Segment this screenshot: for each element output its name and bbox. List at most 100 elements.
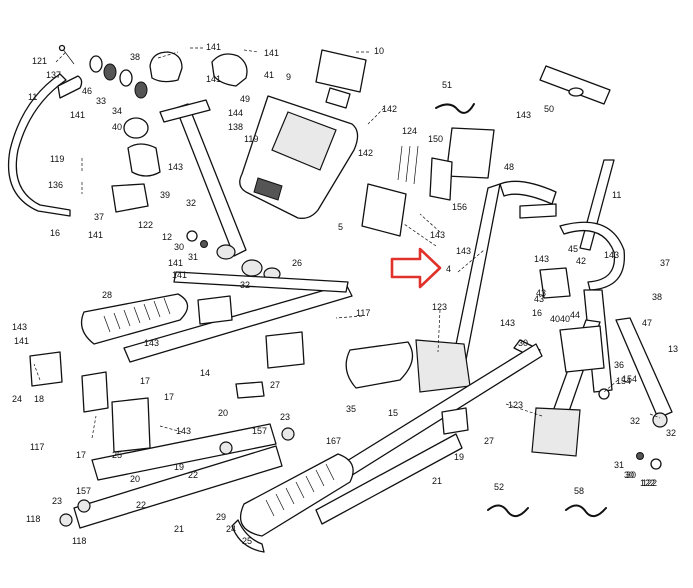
callout: 11 (612, 190, 621, 200)
callout: 32 (186, 198, 196, 208)
callout: 19 (454, 452, 464, 462)
bracket-5 (361, 183, 407, 237)
callout: 118 (26, 514, 40, 524)
base-bracket-center (415, 339, 471, 393)
frame-rail-19 (91, 423, 277, 481)
callout: 141 (88, 230, 103, 240)
callout: 45 (568, 244, 578, 254)
pivot-20 (235, 381, 265, 399)
callout: 38 (130, 52, 140, 62)
pedal-bracket (81, 371, 109, 413)
washer-30 (186, 230, 198, 242)
pedal-29-treads (265, 463, 335, 517)
callout: 35 (346, 404, 356, 414)
pedal-arm-21 (315, 433, 463, 525)
callout: 22 (188, 470, 198, 480)
cover-48 (445, 127, 495, 179)
callout: 119 (50, 154, 64, 164)
washer-154 (598, 388, 610, 400)
callout: 141 (172, 270, 187, 280)
callout: 157 (252, 426, 267, 436)
callout: 33 (96, 96, 106, 106)
callout: 30 (624, 470, 634, 480)
callout: 14 (200, 368, 210, 378)
callout: 40 (550, 314, 560, 324)
callout: 49 (240, 94, 250, 104)
callout: 137 (46, 70, 61, 80)
callout: 37 (94, 212, 104, 222)
callout: 123 (508, 400, 523, 410)
pedal-28-treads (103, 297, 171, 333)
callout: 143 (176, 426, 191, 436)
callout: 5 (338, 222, 343, 232)
bracket-39 (127, 143, 161, 177)
callout: 27 (484, 436, 494, 446)
callout: 31 (188, 252, 198, 262)
callout: 144 (228, 108, 243, 118)
pivot-cap-38 (149, 51, 183, 83)
cover-156 (429, 157, 453, 201)
callout: 122 (642, 478, 657, 488)
leader-lines (33, 47, 661, 439)
hub-23 (281, 427, 295, 441)
cable-51 (435, 103, 475, 114)
callout: 16 (50, 228, 60, 238)
frame-rail-21 (73, 445, 283, 529)
bar-50-knob (568, 87, 584, 97)
callout: 143 (168, 162, 183, 172)
callout: 117 (356, 308, 370, 318)
callout: 141 (168, 258, 183, 268)
callout: 30 (518, 338, 528, 348)
callout: 25 (112, 450, 122, 460)
hub-157 (219, 441, 233, 455)
callout: 143 (534, 254, 549, 264)
power-cord-52 (487, 504, 529, 518)
callout: 10 (374, 46, 384, 56)
hub-157b (77, 499, 91, 513)
bracket-37 (111, 183, 149, 213)
callout: 138 (228, 122, 243, 132)
tablet-holder-10 (315, 49, 367, 93)
sensor-grip (539, 267, 571, 299)
left-handlebar-grip (57, 75, 83, 99)
pedal-28 (80, 293, 189, 345)
callout: 29 (216, 512, 226, 522)
callout: 118 (72, 536, 86, 546)
bracket-27 (265, 331, 305, 369)
callout: 23 (280, 412, 290, 422)
callout: 167 (326, 436, 341, 446)
callout: 34 (112, 106, 122, 116)
callout: 39 (160, 190, 170, 200)
callout: 28 (102, 290, 112, 300)
callout: 38 (652, 292, 662, 302)
callout: 9 (286, 72, 291, 82)
callout: 136 (48, 180, 63, 190)
pivot-cap-41 (211, 53, 248, 87)
callout: 30 (174, 242, 184, 252)
callout: 51 (442, 80, 452, 90)
upper-arm-stub (159, 99, 211, 123)
callout: 24 (12, 394, 22, 404)
roller-26 (241, 259, 263, 277)
callout: 143 (500, 318, 515, 328)
callout: 142 (382, 104, 397, 114)
callout: 58 (574, 486, 584, 496)
callout: 117 (30, 442, 44, 452)
washer-31 (200, 240, 208, 248)
callout: 48 (504, 162, 514, 172)
callout: 25 (242, 536, 252, 546)
washer-30r (650, 458, 662, 470)
callout: 143 (456, 246, 471, 256)
front-upright-rear (499, 180, 557, 205)
left-handlebar (7, 73, 71, 217)
callout: 143 (430, 230, 445, 240)
callout: 24 (226, 524, 236, 534)
callout: 16 (532, 308, 542, 318)
callout: 123 (432, 302, 447, 312)
callout: 19 (174, 462, 184, 472)
washer-stack (89, 55, 148, 99)
callout: 31 (614, 460, 624, 470)
pedal-29 (239, 453, 354, 537)
bolts-124 (397, 145, 419, 185)
